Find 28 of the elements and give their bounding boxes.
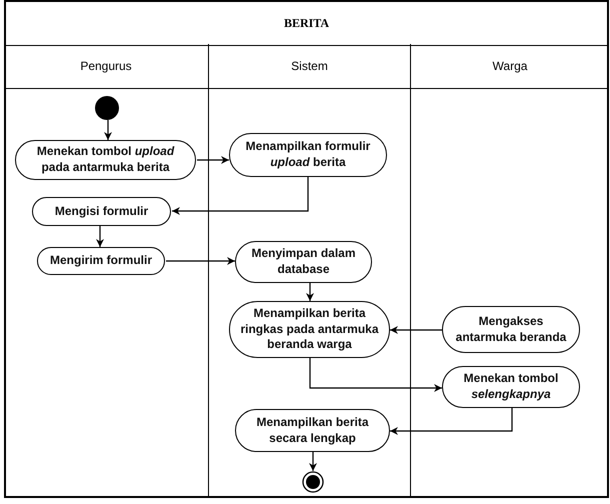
arrow [390, 408, 513, 435]
start-node [95, 96, 119, 120]
arrow [197, 156, 229, 164]
activity-box: Menampilkan berita secara lengkap [235, 409, 390, 452]
activity-box: Menampilkan formulir upload berita [229, 133, 387, 177]
arrow [309, 452, 317, 471]
activity-box: Menekan tombol upload pada antarmuka berita [15, 140, 196, 180]
lane-header: Pengurus [4, 44, 208, 89]
swimlane [208, 44, 410, 498]
end-node [302, 471, 324, 493]
swimlane [410, 44, 609, 498]
activity-box: Mengisi formulir [32, 197, 171, 226]
arrow [104, 120, 112, 140]
lane-header: Sistem [209, 44, 410, 89]
arrow [306, 283, 314, 301]
activity-box: Mengakses antarmuka beranda [442, 306, 580, 353]
activity-box: Menyimpan dalam database [235, 241, 372, 283]
activity-box: Menekan tombol selengkapnya [442, 366, 580, 408]
arrow [96, 226, 104, 247]
activity-box: Mengirim formulir [37, 247, 165, 275]
arrow [309, 358, 442, 392]
lane-header: Warga [411, 44, 609, 89]
swimlane-frame [4, 0, 609, 498]
arrow [390, 326, 442, 334]
activity-box: Menampilkan berita ringkas pada antarmuka beranda warga [229, 301, 390, 358]
arrow [172, 177, 309, 215]
arrow [166, 257, 235, 265]
pool-header: BERITA [6, 2, 607, 46]
